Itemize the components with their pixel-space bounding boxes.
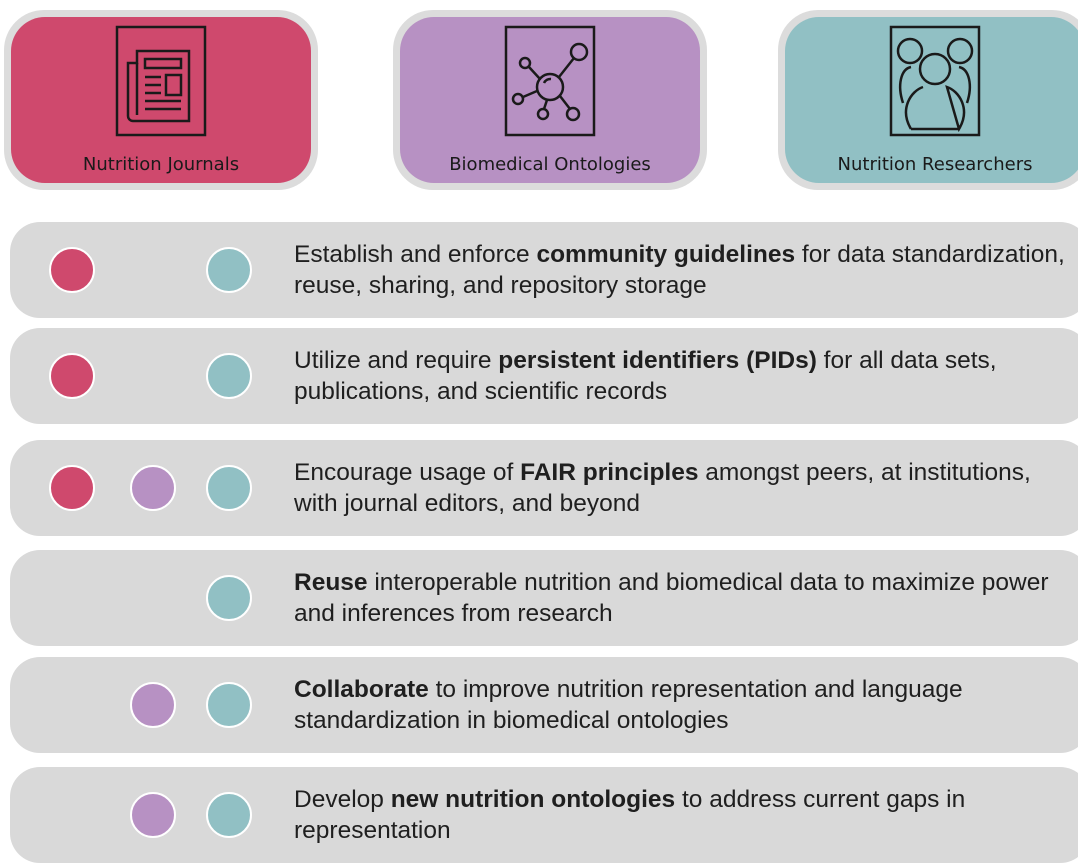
action-row-collaborate: Collaborate to improve nutrition represe… [10, 657, 1078, 753]
nutrition-researchers-dot [206, 682, 252, 728]
nutrition-researchers-dot [206, 575, 252, 621]
nutrition-researchers-dot [206, 353, 252, 399]
action-text: Develop new nutrition ontologies to addr… [294, 786, 966, 844]
action-row-community-guidelines: Establish and enforce community guidelin… [10, 222, 1078, 318]
biomedical-ontologies-dot [130, 682, 176, 728]
action-row-new-ontologies: Develop new nutrition ontologies to addr… [10, 767, 1078, 863]
action-text: Collaborate to improve nutrition represe… [294, 676, 963, 734]
action-row-persistent-identifiers: Utilize and require persistent identifie… [10, 328, 1078, 424]
network-icon [504, 25, 596, 140]
newspaper-icon [115, 25, 207, 140]
nutrition-researchers-dot [206, 792, 252, 838]
nutrition-researchers-dot [206, 247, 252, 293]
card-label: Nutrition Journals [82, 154, 240, 175]
biomedical-ontologies-dot [130, 465, 176, 511]
biomedical-ontologies-dot [130, 792, 176, 838]
action-text: Reuse interoperable nutrition and biomed… [294, 569, 1049, 627]
nutrition-researchers-card: Nutrition Researchers [778, 10, 1078, 190]
biomedical-ontologies-card: Biomedical Ontologies [393, 10, 707, 190]
nutrition-researchers-dot [206, 465, 252, 511]
nutrition-journals-dot [49, 465, 95, 511]
nutrition-journals-card: Nutrition Journals [4, 10, 318, 190]
nutrition-journals-dot [49, 353, 95, 399]
card-label: Biomedical Ontologies [449, 154, 651, 175]
nutrition-journals-dot [49, 247, 95, 293]
card-label: Nutrition Researchers [837, 154, 1033, 175]
action-row-fair-principles: Encourage usage of FAIR principles among… [10, 440, 1078, 536]
action-text: Encourage usage of FAIR principles among… [294, 459, 1031, 517]
action-text: Utilize and require persistent identifie… [294, 347, 997, 405]
action-row-reuse: Reuse interoperable nutrition and biomed… [10, 550, 1078, 646]
people-icon [889, 25, 981, 140]
action-text: Establish and enforce community guidelin… [294, 241, 1065, 299]
